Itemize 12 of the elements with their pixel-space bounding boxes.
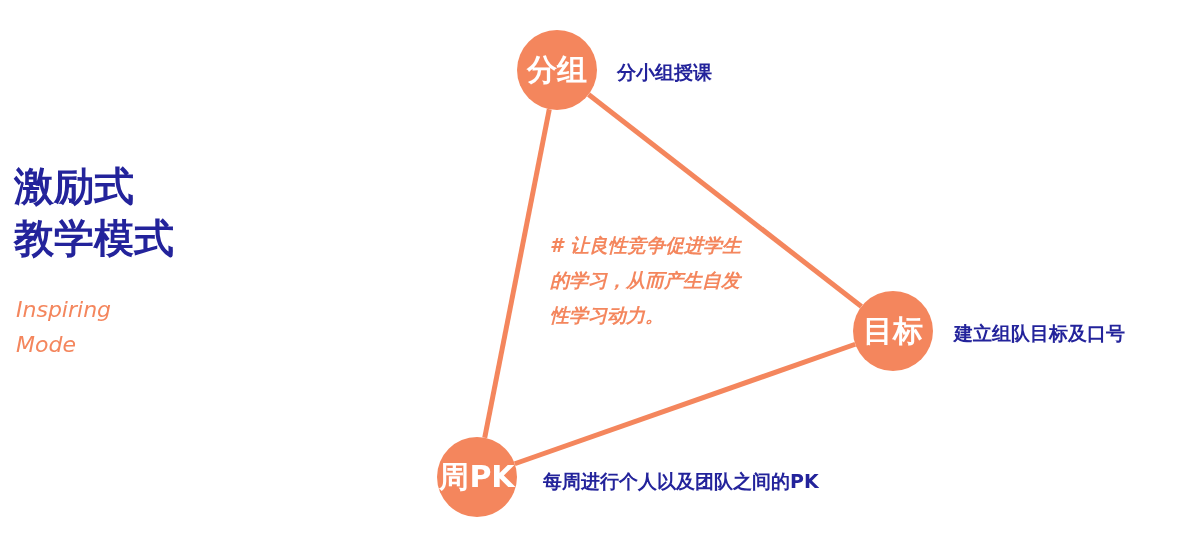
connector-line — [482, 108, 552, 439]
circle-node: 目标 — [853, 291, 933, 371]
node-caption: 每周进行个人以及团队之间的PK — [543, 469, 819, 494]
connector-line — [513, 341, 857, 467]
subtitle: Inspiring Mode — [16, 296, 113, 359]
title: 激励式教学模式 — [14, 162, 174, 263]
node-caption: 分小组授课 — [617, 60, 712, 85]
circle-node: 周PK — [437, 437, 517, 517]
connector-line — [587, 92, 863, 309]
slogan-text: # 让良性竞争促进学生的学习，从而产生自发性学习动力。 — [550, 233, 743, 328]
circle-node: 分组 — [517, 30, 597, 110]
node-caption: 建立组队目标及口号 — [954, 321, 1125, 346]
